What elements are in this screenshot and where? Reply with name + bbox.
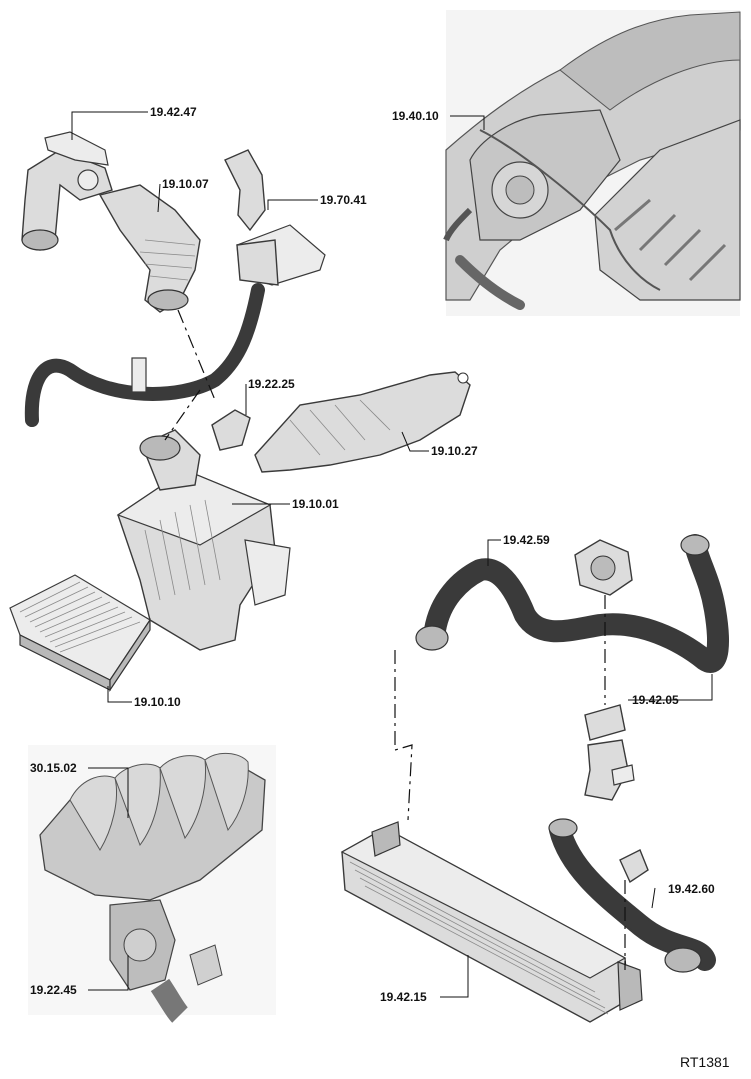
label-19-42-59: 19.42.59 (503, 533, 550, 547)
label-19-42-15: 19.42.15 (380, 990, 427, 1004)
label-19-40-10: 19.40.10 (392, 109, 439, 123)
part-labels: 19.42.47 19.10.07 19.70.41 19.40.10 19.2… (30, 105, 730, 1070)
leader-lines (71, 111, 713, 998)
air-filter-element (9, 574, 151, 692)
label-19-10-27: 19.10.27 (431, 444, 478, 458)
mounting-bracket (254, 371, 471, 473)
label-19-10-10: 19.10.10 (134, 695, 181, 709)
reference-code: RT1381 (680, 1054, 730, 1070)
label-19-10-07: 19.10.07 (162, 177, 209, 191)
intake-manifold-inset (28, 745, 276, 1023)
label-19-22-25: 19.22.25 (248, 377, 295, 391)
intake-duct-assembly (21, 131, 326, 427)
intercooler-hose-set (415, 534, 729, 801)
assembly-axis-lines (164, 309, 626, 970)
maf-sensor (211, 409, 251, 451)
engine-turbo-inset (443, 10, 741, 316)
label-30-15-02: 30.15.02 (30, 761, 77, 775)
air-cleaner-housing (116, 429, 291, 651)
label-19-70-41: 19.70.41 (320, 193, 367, 207)
label-19-22-45: 19.22.45 (30, 983, 77, 997)
label-19-42-47: 19.42.47 (150, 105, 197, 119)
label-19-42-60: 19.42.60 (668, 882, 715, 896)
label-19-10-01: 19.10.01 (292, 497, 339, 511)
charge-air-cooler (340, 818, 716, 1023)
label-19-42-05: 19.42.05 (632, 693, 679, 707)
